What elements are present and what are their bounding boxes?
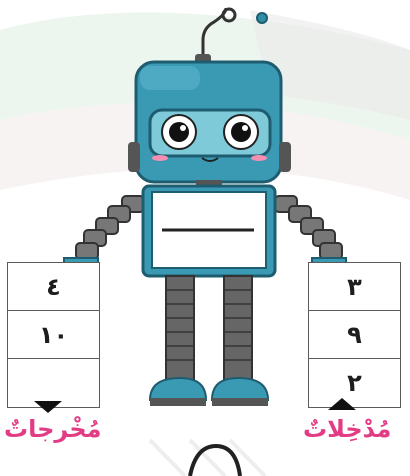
input-cell-1: ٣: [309, 263, 400, 311]
output-arrow-icon: [34, 401, 62, 413]
inputs-label: مُدْخِلاتٌ: [303, 415, 391, 443]
inputs-table: ٣ ٩ ٢: [308, 262, 401, 408]
input-cell-2: ٩: [309, 311, 400, 359]
outputs-label: مُخْرجاتٌ: [4, 415, 102, 443]
output-cell-1: ٤: [8, 263, 99, 311]
input-arrow-icon: [328, 398, 356, 410]
outputs-table: ٤ ١٠: [7, 262, 100, 408]
output-cell-2: ١٠: [8, 311, 99, 359]
output-cell-3: [8, 359, 99, 407]
